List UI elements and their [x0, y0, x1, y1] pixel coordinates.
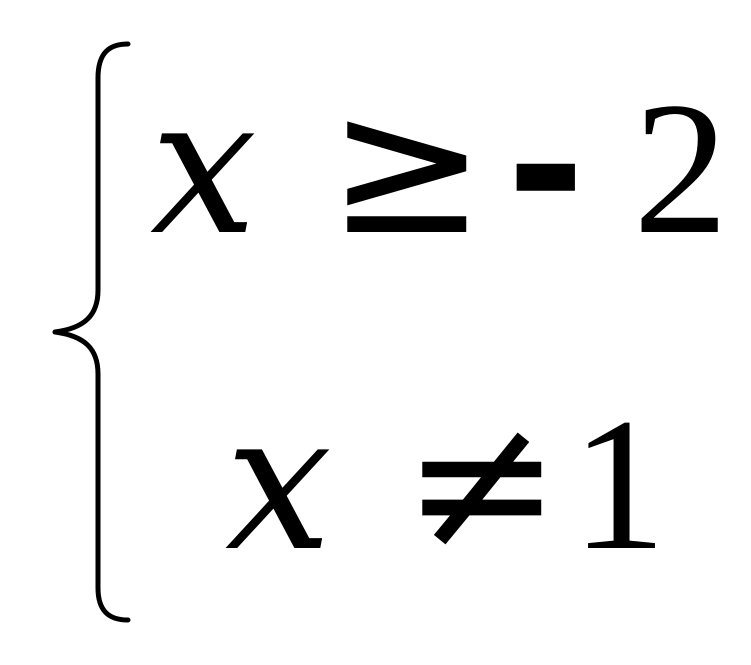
minus-sign: - — [506, 56, 586, 277]
greater-equal-symbol: ≥ — [327, 56, 487, 277]
variable-x: x — [150, 56, 258, 277]
inequality-line-2: x ≠1 — [225, 372, 667, 593]
not-equal-symbol: ≠ — [402, 372, 562, 593]
inequality-line-1: x ≥-2 — [150, 56, 729, 277]
value-two: 2 — [633, 64, 729, 274]
variable-x: x — [225, 372, 333, 593]
value-one: 1 — [571, 380, 667, 590]
